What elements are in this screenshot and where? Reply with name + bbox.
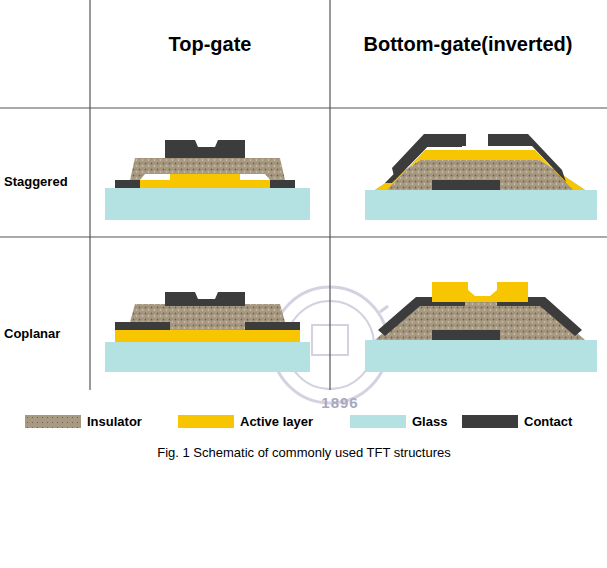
top-gate-staggered bbox=[105, 140, 310, 220]
legend-item: Insulator bbox=[25, 414, 142, 429]
legend-swatch bbox=[25, 415, 81, 428]
row-label: Staggered bbox=[4, 174, 68, 189]
legend-swatch bbox=[462, 415, 518, 428]
legend-swatch bbox=[178, 415, 234, 428]
watermark-year: 1896 bbox=[321, 394, 358, 411]
bottom-gate-coplanar bbox=[365, 282, 597, 372]
column-header: Top-gate bbox=[169, 33, 252, 56]
legend-text: Active layer bbox=[240, 414, 313, 429]
figure-caption: Fig. 1 Schematic of commonly used TFT st… bbox=[157, 445, 451, 460]
column-header: Bottom-gate(inverted) bbox=[364, 33, 573, 56]
legend-item: Active layer bbox=[178, 414, 313, 429]
legend-text: Contact bbox=[524, 414, 572, 429]
legend-text: Glass bbox=[412, 414, 447, 429]
bottom-gate-staggered bbox=[365, 134, 597, 220]
legend-item: Glass bbox=[350, 414, 447, 429]
top-gate-coplanar bbox=[105, 292, 310, 372]
legend-swatch bbox=[350, 415, 406, 428]
legend-text: Insulator bbox=[87, 414, 142, 429]
table-grid bbox=[0, 0, 607, 390]
row-label: Coplanar bbox=[4, 326, 60, 341]
legend-item: Contact bbox=[462, 414, 572, 429]
